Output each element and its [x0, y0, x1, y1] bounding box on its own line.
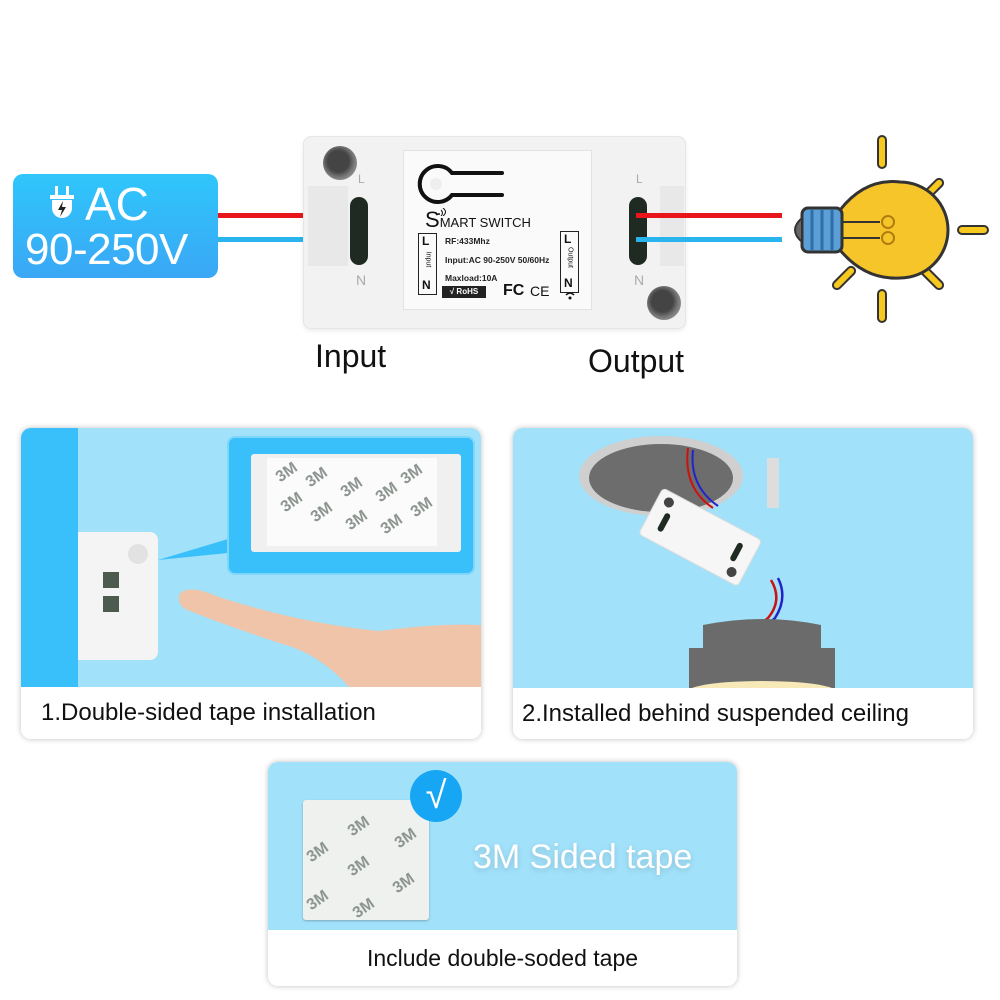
signal-waves-icon — [438, 208, 446, 216]
power-input-badge: AC 90-250V — [13, 174, 218, 278]
ceiling-fixture-illustration — [579, 436, 835, 688]
included-tape-card: 3M 3M 3M 3M 3M 3M 3M √ 3M Sided tape Inc… — [268, 762, 737, 986]
wall-edge — [21, 428, 78, 687]
rohs-badge: √ RoHS — [442, 286, 486, 298]
output-live-wire — [636, 213, 782, 218]
pairing-button-icon — [417, 164, 504, 204]
terminal-label-l-out: L — [636, 172, 643, 186]
mount-hole-bottom-right — [647, 286, 681, 320]
input-live-wire — [218, 213, 366, 218]
check-badge-icon: √ — [410, 770, 462, 822]
input-spec: Input:AC 90-250V 50/60Hz — [445, 255, 550, 265]
tape-caption: Include double-soded tape — [268, 930, 737, 986]
max-load: Maxload:10A — [445, 273, 498, 283]
ce-mark: CE — [530, 283, 550, 299]
tape-installation-scene: 3M 3M 3M 3M 3M 3M 3M 3M 3M 3M — [21, 428, 481, 687]
install-card-ceiling: 2.Installed behind suspended ceiling — [513, 428, 973, 739]
input-terminal-legend: L Input N — [418, 233, 437, 295]
plug-icon — [50, 186, 74, 218]
terminal-recess-left — [308, 186, 348, 266]
card-caption: 1.Double-sided tape installation — [21, 687, 481, 739]
tape-sample: 3M 3M 3M 3M 3M 3M 3M — [303, 800, 429, 920]
rf-frequency: RF:433Mhz — [445, 236, 490, 246]
power-type: AC — [85, 178, 149, 230]
callout-pointer — [158, 536, 238, 560]
input-neutral-wire — [218, 237, 366, 242]
light-bulb-icon — [794, 135, 989, 323]
input-label: Input — [315, 338, 387, 374]
output-neutral-wire — [636, 237, 782, 242]
mount-hole-top-left — [323, 146, 357, 180]
brand-title: SMART SWITCH — [425, 207, 531, 232]
finger-image — [179, 589, 481, 687]
voltage-range: 90-250V — [25, 225, 188, 274]
ceiling-installation-scene — [513, 428, 973, 688]
output-label: Output — [588, 343, 685, 379]
tape-callout: 3M 3M 3M 3M 3M 3M 3M 3M 3M 3M — [227, 436, 475, 575]
fc-mark: FC — [503, 282, 525, 299]
included-tape-scene: 3M 3M 3M 3M 3M 3M 3M √ 3M Sided tape — [268, 762, 737, 930]
tape-title: 3M Sided tape — [473, 838, 693, 876]
tape-backed-switch: 3M 3M 3M 3M 3M 3M 3M 3M 3M 3M — [251, 454, 461, 552]
terminal-recess-right — [660, 186, 684, 266]
card-caption: 2.Installed behind suspended ceiling — [513, 688, 973, 739]
install-card-tape: 3M 3M 3M 3M 3M 3M 3M 3M 3M 3M 1.Double-s… — [21, 428, 481, 739]
input-terminal-slot — [350, 197, 368, 265]
terminal-label-n-out: N — [634, 272, 645, 288]
terminal-label-l: L — [358, 172, 365, 186]
terminal-label-n: N — [356, 272, 367, 288]
output-terminal-legend: L Output N — [560, 231, 579, 293]
output-terminal-slot — [629, 197, 647, 265]
switch-side-view — [78, 532, 158, 660]
